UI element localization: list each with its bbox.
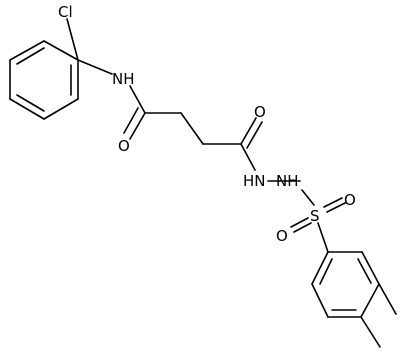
bond <box>43 98 79 120</box>
aromatic-bond <box>357 258 372 284</box>
bond <box>9 40 45 61</box>
bond <box>9 98 45 120</box>
bond <box>311 251 329 285</box>
atom-label-o-hydrazide: O <box>254 103 266 121</box>
bond-n-c <box>129 85 146 114</box>
bond <box>361 251 380 285</box>
bond-s-o-double <box>323 197 343 208</box>
bond-c-cl <box>66 18 79 61</box>
atom-label-hn: HN <box>243 172 266 190</box>
bond-c-o-double <box>129 112 146 140</box>
aromatic-bond <box>16 94 45 112</box>
atom-label-s: S <box>310 207 320 225</box>
atom-label-cl: Cl <box>58 3 73 21</box>
bond <box>311 283 329 318</box>
bond-s-o-double <box>290 217 309 228</box>
atom-label-o-amide: O <box>118 137 130 155</box>
bond <box>360 283 380 318</box>
bond-s-o-double <box>293 222 312 233</box>
tolyl-ring <box>311 251 380 318</box>
aromatic-bond <box>16 47 45 65</box>
bond-chain <box>180 112 204 145</box>
bond-c-o-double <box>246 121 263 149</box>
bond-s-o-double <box>326 202 346 213</box>
atom-label-nh-amide: NH <box>112 70 135 88</box>
bond-s-c <box>317 222 329 253</box>
bond-c-n <box>77 59 113 75</box>
bond <box>43 40 79 61</box>
bond-methyl <box>378 283 397 315</box>
atom-label-o-sulfonyl-left: O <box>276 227 288 245</box>
aromatic-bond <box>319 258 333 285</box>
chlorophenyl-ring <box>9 40 79 120</box>
bond-c-n <box>240 143 256 171</box>
bond-methyl <box>360 316 381 348</box>
atom-label-nh-hydrazide: NH <box>276 172 299 190</box>
bond-c-o-double <box>240 117 257 145</box>
atom-label-o-sulfonyl-right: O <box>344 191 356 209</box>
bond-n-s <box>301 189 315 206</box>
bond-c-o-double <box>123 107 139 134</box>
